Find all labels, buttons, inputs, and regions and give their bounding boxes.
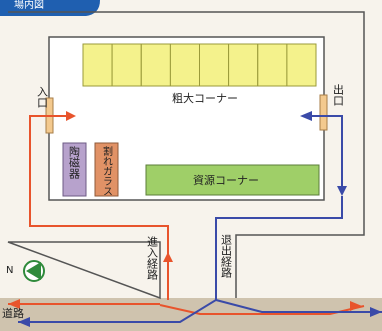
outer-boundary	[7, 11, 365, 300]
entrance-label: 入口	[35, 86, 49, 108]
toji-box	[62, 142, 87, 197]
header-title: 場内図	[14, 0, 44, 11]
north-arrow-icon	[26, 262, 41, 280]
in-route-arrow-entrance	[66, 111, 76, 121]
out-route-arrow-left	[18, 317, 30, 327]
shigen-label: 資源コーナー	[193, 174, 259, 187]
sodai-bay	[199, 43, 230, 87]
sodai-corner-bays	[82, 43, 317, 87]
sodai-bay	[111, 43, 142, 87]
out-route-line	[18, 115, 382, 323]
sodai-bay	[228, 43, 259, 87]
sodai-bay	[286, 43, 317, 87]
exit-gate	[319, 94, 328, 131]
sodai-bay	[140, 43, 171, 87]
in-route-line	[8, 115, 365, 315]
in-route-arrow-left	[8, 299, 20, 309]
in-route-arrow-right	[350, 301, 362, 311]
sodai-bay	[169, 43, 200, 87]
exit-label: 出口	[331, 84, 345, 106]
in-route-label: 進入経路	[145, 236, 159, 280]
shigen-corner	[145, 164, 320, 196]
waregarasu-box	[94, 142, 119, 197]
waregarasu-label: 割れガラス	[100, 146, 112, 196]
in-route-arrow-up	[163, 252, 173, 262]
out-route-arrow-down	[337, 186, 347, 196]
out-route-label: 退出経路	[219, 234, 233, 278]
sodai-bay	[82, 43, 113, 87]
sodai-bay	[257, 43, 288, 87]
out-route-arrow-right	[370, 307, 382, 317]
out-route-arrow-exit	[300, 111, 312, 121]
sodai-label: 粗大コーナー	[172, 92, 238, 105]
road-label: 道路	[2, 307, 24, 320]
compass-north-label: N	[6, 265, 14, 276]
toji-label: 陶磁器	[67, 146, 81, 179]
